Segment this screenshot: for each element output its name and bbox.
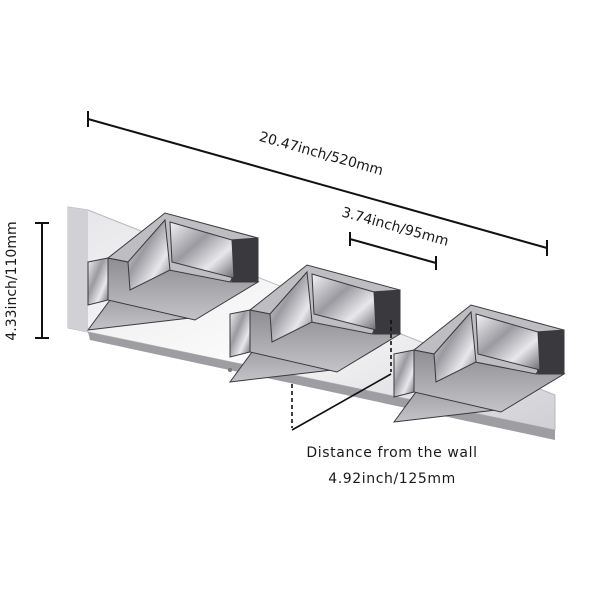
crystal-side <box>229 309 251 358</box>
crystal-left <box>433 310 477 383</box>
crystal-side <box>87 257 109 306</box>
light-fixture-3 <box>392 304 566 423</box>
depth-dimension-line <box>291 320 392 431</box>
crystal-side <box>393 349 415 398</box>
crystal-right <box>169 221 235 279</box>
light-fixture-1 <box>86 212 260 331</box>
depth-label: 4.92inch/125mm <box>328 471 456 487</box>
crystal-right <box>311 273 377 331</box>
screw-icon <box>228 368 232 372</box>
crystal-left <box>127 218 171 291</box>
depth-caption: Distance from the wall <box>306 445 477 461</box>
crystal-right <box>475 313 541 371</box>
length-dimension-line <box>87 111 548 256</box>
shade-width-label: 3.74inch/95mm <box>340 205 451 250</box>
shade-width-dimension-line <box>349 232 437 270</box>
light-fixture-2 <box>228 264 402 383</box>
height-label: 4.33inch/110mm <box>4 221 20 340</box>
crystal-left <box>269 270 313 343</box>
height-dimension-line <box>35 222 49 339</box>
